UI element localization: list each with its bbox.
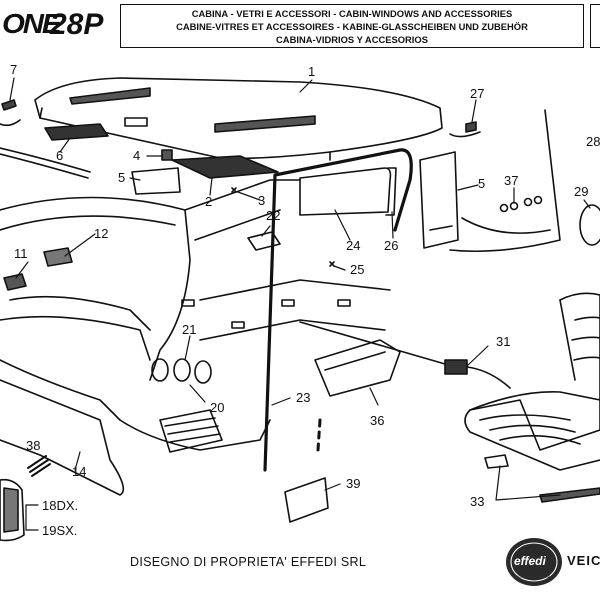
part-headliner-panel-2 (171, 155, 279, 179)
part-screw-25 (329, 261, 335, 267)
callout-11: 11 (14, 246, 28, 261)
part-screw-3 (231, 187, 237, 193)
ownership-note: DISEGNO DI PROPRIETA' EFFEDI SRL (130, 555, 367, 569)
callout-6: 6 (56, 148, 63, 163)
part-rear-panel-5b (419, 151, 459, 249)
callout-37: 37 (504, 173, 518, 188)
title-line-2: CABINE-VITRES ET ACCESSOIRES - KABINE-GL… (176, 21, 528, 32)
part-spring-38 (27, 455, 51, 477)
callout-14: 14 (72, 464, 86, 479)
callout-22: 22 (266, 208, 280, 223)
callout-7: 7 (10, 62, 17, 77)
part-windscreen-frame (0, 196, 191, 381)
part-roof (34, 77, 443, 161)
part-bracket-39 (284, 477, 329, 523)
page-ref-box (590, 4, 600, 48)
part-headliner-panel-6 (44, 123, 109, 141)
part-headrest-29 (579, 204, 600, 246)
callout-31: 31 (496, 334, 510, 349)
part-vent-12 (43, 247, 73, 267)
effedi-logo-subtext: VEICOLI INDUSTRIALI (512, 574, 554, 579)
title-box: CABINA - VETRI E ACCESSORI - CABIN-WINDO… (120, 4, 584, 48)
part-rear-panel-5a (131, 167, 181, 195)
part-bracket-4 (161, 149, 173, 161)
callout-39: 39 (346, 476, 360, 491)
brand-name: ONE (2, 8, 62, 39)
callout-25: 25 (350, 262, 364, 277)
callout-4: 4 (133, 148, 140, 163)
callout-12: 12 (94, 226, 108, 241)
callout-20: 20 (210, 400, 224, 415)
part-cab-rear-wall (181, 179, 391, 341)
callout-38: 38 (26, 438, 40, 453)
title-line-3: CABINA-VIDRIOS Y ACCESORIOS (276, 34, 428, 45)
part-vent-11 (3, 273, 27, 291)
callout-2: 2 (205, 194, 212, 209)
part-seat-rails-33 (484, 454, 509, 469)
part-tray-36 (314, 339, 401, 397)
part-fasteners-37 (499, 195, 543, 213)
part-side-window-24 (299, 167, 392, 216)
part-clip-7 (1, 99, 17, 111)
model-number: 28P (50, 8, 104, 41)
callout-19sx: 19SX. (42, 523, 77, 538)
callout-3: 3 (258, 193, 265, 208)
part-grommets-21 (151, 358, 212, 384)
callout-36: 36 (370, 413, 384, 428)
part-seat (464, 292, 600, 471)
part-cab-floor-14 (0, 359, 271, 496)
callout-5b: 5 (478, 176, 485, 191)
callout-29: 29 (574, 184, 588, 199)
effedi-logo-text: effedi (514, 554, 546, 568)
part-door-seal-23 (263, 148, 413, 472)
callout-18dx: 18DX. (42, 498, 78, 513)
callout-27: 27 (470, 86, 484, 101)
title-line-1: CABINA - VETRI E ACCESSORI - CABIN-WINDO… (191, 8, 513, 19)
callout-33: 33 (470, 494, 484, 509)
callout-26: 26 (384, 238, 398, 253)
callout-23: 23 (296, 390, 310, 405)
veic-text: VEIC (567, 553, 600, 568)
part-handle-22 (247, 231, 281, 251)
header: ONE 28P CABINA - VETRI E ACCESSORI - CAB… (0, 0, 600, 52)
part-window-seal-26 (385, 167, 397, 216)
callout-1: 1 (308, 64, 315, 79)
effedi-logo-ring (510, 542, 558, 582)
leader-lines (9, 77, 591, 531)
callout-28: 28 (586, 134, 600, 149)
part-clip-27 (465, 121, 477, 133)
part-mirror-18-19 (0, 478, 25, 542)
callout-labels: 1 2 3 4 5 5 6 7 11 12 14 18DX. 19SX. 20 … (10, 62, 600, 538)
callout-24: 24 (346, 238, 360, 253)
callout-21: 21 (182, 322, 196, 337)
effedi-logo-mark (506, 538, 562, 586)
callout-5a: 5 (118, 170, 125, 185)
